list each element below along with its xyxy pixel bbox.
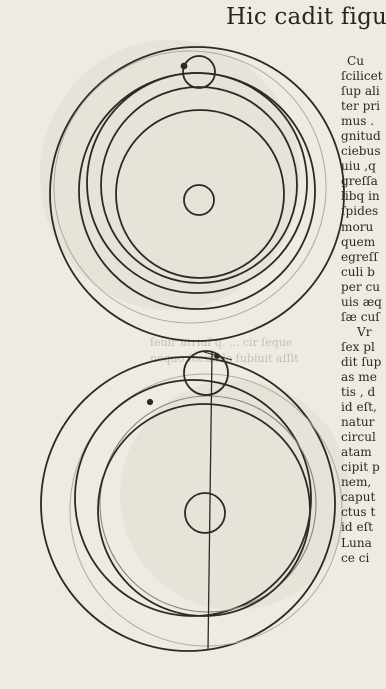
- apsidal-line: [208, 352, 212, 650]
- earth-circle: [185, 493, 225, 533]
- text-line: gnitud: [341, 129, 386, 144]
- text-line: ſex pl: [341, 340, 386, 355]
- text-line: ter pri: [341, 99, 386, 114]
- planet-dot: [215, 354, 219, 358]
- text-line: as me: [341, 370, 386, 385]
- text-line: mus .: [341, 114, 386, 129]
- text-line: Luna: [341, 536, 386, 551]
- text-line: quem: [341, 235, 386, 250]
- text-line: ſæ cuſ: [341, 310, 386, 325]
- text-line: culi b: [341, 265, 386, 280]
- text-line: Vr: [341, 325, 386, 340]
- text-line: Cu: [341, 54, 386, 69]
- text-line: ce ci: [341, 551, 386, 566]
- text-line: dit ſup: [341, 355, 386, 370]
- inner-eccentric: [98, 404, 310, 616]
- text-line: ciebus: [341, 144, 386, 159]
- faint-guide-circle: [70, 374, 342, 646]
- text-column: Cu ſcilicet ſup ali ter pri mus . gnitud…: [341, 54, 386, 566]
- text-line: circul: [341, 430, 386, 445]
- text-line: ſup ali: [341, 84, 386, 99]
- text-line: natur: [341, 415, 386, 430]
- text-line: libq in: [341, 189, 386, 204]
- text-line: caput: [341, 490, 386, 505]
- text-line: greſſa: [341, 174, 386, 189]
- text-line: id eſt,: [341, 400, 386, 415]
- text-line: per cu: [341, 280, 386, 295]
- text-line: ſpides: [341, 204, 386, 219]
- text-line: cipit p: [341, 460, 386, 475]
- text-line: nem,: [341, 475, 386, 490]
- text-line: tis , d: [341, 385, 386, 400]
- text-line: uiu ,q: [341, 159, 386, 174]
- text-line: ſcilicet: [341, 69, 386, 84]
- planet-dot: [148, 400, 152, 404]
- text-line: ctus t: [341, 505, 386, 520]
- text-line: egreſſ: [341, 250, 386, 265]
- text-line: atam: [341, 445, 386, 460]
- text-line: moru: [341, 220, 386, 235]
- text-line: id eſt: [341, 520, 386, 535]
- text-line: uis æq: [341, 295, 386, 310]
